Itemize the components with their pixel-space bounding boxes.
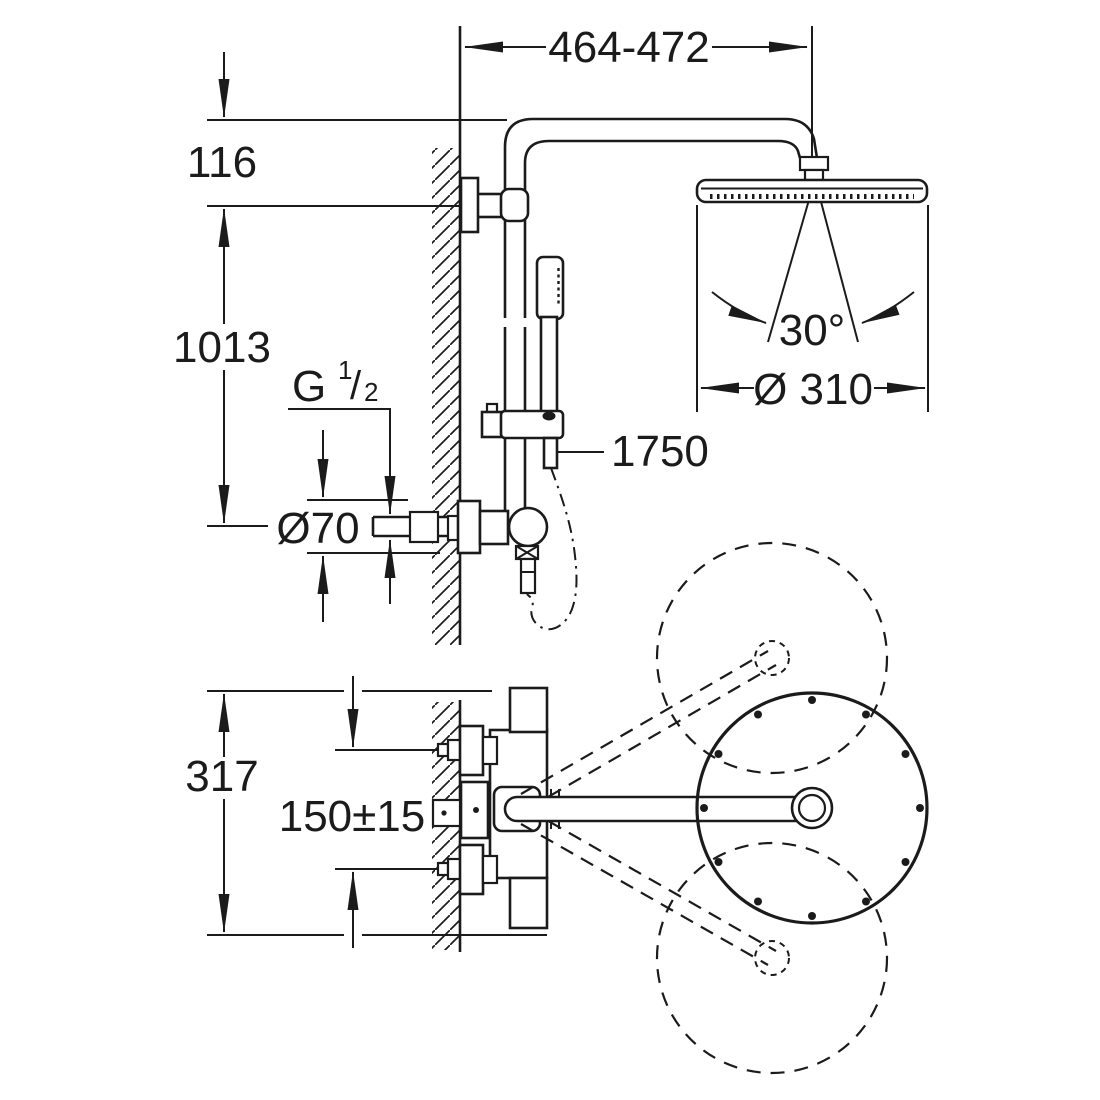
nozzle-dot — [700, 804, 708, 812]
spray-cone-left-line — [767, 178, 816, 343]
hand-shower — [535, 255, 565, 417]
front-view: 464-472 116 1013 G1/2 Ø70 1750 30° Ø 310 — [173, 23, 929, 645]
thermostat-valve — [456, 499, 549, 595]
nozzle-dot — [808, 912, 816, 920]
dim-overall-depth-label: 317 — [185, 752, 258, 801]
nozzle-dot — [901, 858, 910, 866]
inlet-bottom-piece — [481, 854, 499, 885]
valve-block-bottom-tab — [508, 876, 549, 930]
supply-stub — [371, 510, 462, 544]
nozzle-dot — [862, 897, 870, 906]
inlet-top-piece — [481, 735, 499, 766]
nozzle-dots — [700, 696, 924, 920]
valve-escutcheon — [456, 499, 482, 555]
inlet-top-stub-small — [436, 742, 450, 758]
head-hub-inner — [797, 793, 827, 823]
concealed-box-dot — [441, 810, 447, 816]
pipe-break-gap — [501, 318, 529, 327]
hose-curve — [526, 467, 578, 631]
nozzle-dot — [714, 858, 723, 866]
dim-arm-reach-label: 464-472 — [548, 23, 709, 72]
swivel-range-circle-lower — [655, 841, 889, 1075]
nozzle-dot — [754, 897, 762, 906]
inlet-bottom-stub-small — [436, 861, 450, 877]
angle-arrow-right — [861, 291, 915, 324]
shower-arm-plan — [503, 786, 834, 830]
bracket-collar — [499, 187, 530, 223]
thread-prefix: G — [292, 362, 326, 411]
front-extension-lines — [207, 26, 929, 554]
supply-union-nut — [408, 510, 440, 544]
wall-front — [432, 26, 462, 645]
valve-body — [478, 509, 510, 546]
swivel-hub-lower — [754, 940, 790, 976]
valve-knob — [507, 506, 549, 548]
plan-extension-lines — [207, 690, 547, 936]
hose-nut-x2 — [515, 545, 539, 560]
nozzle-dot — [901, 750, 910, 758]
pipe-inner-line — [523, 139, 802, 513]
swivel-arm-lower-line2 — [528, 809, 777, 952]
swivel-arm-upper-line1 — [528, 664, 777, 809]
valve-block-top-tab — [508, 686, 549, 734]
concealed-connection — [431, 798, 462, 828]
pipe-outer-line — [503, 117, 819, 513]
center-flange-dot — [473, 807, 479, 813]
bracket-flange — [459, 176, 480, 234]
swivel-range — [520, 541, 889, 1075]
plan-dimension-arrows — [218, 676, 359, 948]
nozzle-dot — [754, 710, 762, 719]
head-connector-nut — [798, 155, 830, 172]
nozzle-dot — [808, 696, 816, 704]
holder-knob — [480, 410, 504, 439]
dim-head-offset-label: 116 — [187, 138, 257, 187]
inlet-top-flange — [458, 724, 485, 777]
shower-arm-bar — [503, 795, 809, 823]
head-connector-collar — [803, 168, 825, 182]
thread-leader-line — [288, 408, 396, 515]
dim-escutcheon-diameter-label: Ø70 — [276, 504, 359, 553]
holder-hose-port — [542, 411, 556, 421]
hand-shower-handle — [539, 315, 559, 417]
dim-inlet-spacing-label: 150±15 — [279, 792, 426, 841]
rain-shower-head-front — [695, 155, 929, 204]
swivel-arm-lower-line1 — [520, 823, 769, 966]
spray-angle-label: 30° — [779, 306, 846, 355]
swivel-hub-upper — [754, 640, 790, 676]
swivel-range-circle-upper — [655, 541, 889, 775]
thread-slash: / — [350, 364, 362, 408]
thread-numerator: 1 — [338, 355, 352, 385]
dim-head-diameter-label: Ø 310 — [753, 365, 873, 414]
swivel-arm-upper-line2 — [520, 650, 769, 795]
spray-cone-right-line — [814, 178, 859, 343]
front-dimension-arrows — [218, 41, 926, 622]
angle-arrow-left — [711, 291, 767, 324]
spray-cone — [767, 178, 859, 343]
hose-outlet-tube — [519, 557, 537, 595]
nozzle-dot — [916, 804, 924, 812]
inlet-bottom-flange — [458, 843, 485, 896]
hose-connector-stub — [542, 436, 559, 470]
plan-view: 317 150±15 — [185, 541, 929, 1075]
dim-pipe-height-label: 1013 — [173, 323, 271, 372]
nozzle-dot — [862, 710, 870, 719]
shower-pipe — [501, 117, 819, 513]
hose-length-label: 1750 — [611, 427, 709, 476]
wall-hatch-front — [432, 148, 459, 645]
head-disc-plan — [695, 691, 929, 925]
rain-shower-head-plan — [695, 691, 929, 925]
hand-shower-holder — [480, 402, 565, 470]
thread-denominator: 2 — [364, 377, 378, 407]
nozzle-dot — [714, 750, 723, 758]
wall-bracket — [459, 176, 530, 234]
